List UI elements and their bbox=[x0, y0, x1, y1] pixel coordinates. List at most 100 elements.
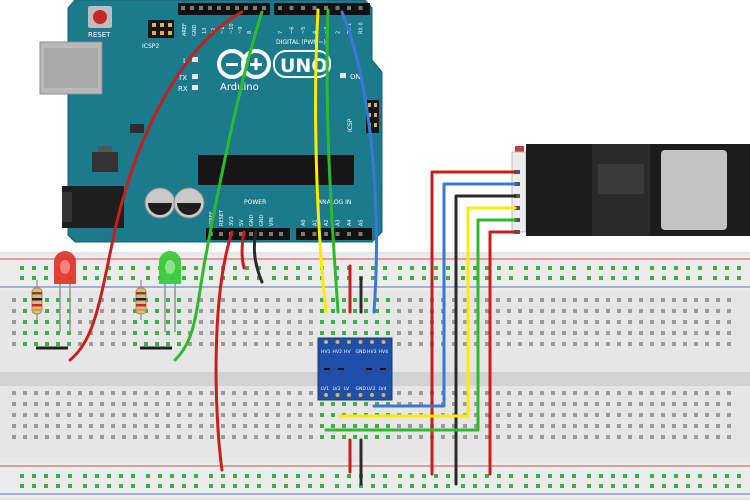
breadboard-hole bbox=[672, 320, 676, 324]
breadboard-hole bbox=[45, 309, 49, 313]
rail-hole bbox=[572, 474, 576, 478]
breadboard-hole bbox=[342, 298, 346, 302]
shifter-pad bbox=[324, 340, 328, 344]
rail-hole bbox=[434, 266, 438, 270]
breadboard-hole bbox=[210, 424, 214, 428]
breadboard-hole bbox=[89, 413, 93, 417]
breadboard-hole bbox=[100, 320, 104, 324]
breadboard-hole bbox=[529, 391, 533, 395]
breadboard-hole bbox=[661, 309, 665, 313]
rail-hole bbox=[725, 266, 729, 270]
rail-hole bbox=[158, 474, 162, 478]
rail-hole bbox=[497, 474, 501, 478]
rail-hole bbox=[308, 266, 312, 270]
breadboard-hole bbox=[199, 413, 203, 417]
breadboard-hole bbox=[177, 402, 181, 406]
breadboard-hole bbox=[34, 391, 38, 395]
digital-pin-label: TX 1 bbox=[347, 23, 353, 35]
breadboard-hole bbox=[639, 342, 643, 346]
breadboard-hole bbox=[67, 413, 71, 417]
rail-hole bbox=[446, 484, 450, 488]
resistor-red-led bbox=[31, 280, 43, 320]
shifter-pad bbox=[358, 340, 363, 344]
breadboard-hole bbox=[122, 331, 126, 335]
breadboard-hole bbox=[595, 309, 599, 313]
breadboard-hole bbox=[133, 309, 137, 313]
breadboard-hole bbox=[111, 424, 115, 428]
breadboard-hole bbox=[78, 298, 82, 302]
power-pin-label: GND bbox=[259, 214, 265, 226]
breadboard-hole bbox=[551, 435, 555, 439]
breadboard-hole bbox=[331, 309, 335, 313]
rail-hole bbox=[623, 276, 627, 280]
breadboard-hole bbox=[628, 435, 632, 439]
breadboard-hole bbox=[232, 435, 236, 439]
rail-hole bbox=[119, 474, 123, 478]
breadboard-hole bbox=[89, 342, 93, 346]
breadboard-hole bbox=[320, 298, 324, 302]
breadboard-hole bbox=[155, 413, 159, 417]
breadboard-hole bbox=[595, 424, 599, 428]
breadboard-hole bbox=[452, 320, 456, 324]
breadboard-hole bbox=[584, 402, 588, 406]
breadboard-hole bbox=[595, 402, 599, 406]
breadboard-hole bbox=[474, 342, 478, 346]
breadboard-hole bbox=[254, 435, 258, 439]
breadboard-hole bbox=[309, 331, 313, 335]
dc-power-jack bbox=[62, 186, 124, 228]
rail-hole bbox=[560, 474, 564, 478]
rail-hole bbox=[461, 474, 465, 478]
sensor-pin bbox=[514, 170, 520, 174]
breadboard-hole bbox=[683, 342, 687, 346]
breadboard-hole bbox=[23, 402, 27, 406]
breadboard-hole bbox=[716, 298, 720, 302]
breadboard-hole bbox=[309, 320, 313, 324]
breadboard-hole bbox=[331, 424, 335, 428]
breadboard-hole bbox=[452, 309, 456, 313]
rail-hole bbox=[623, 266, 627, 270]
breadboard-hole bbox=[518, 298, 522, 302]
breadboard-hole bbox=[12, 424, 16, 428]
breadboard-hole bbox=[606, 331, 610, 335]
reset-button[interactable] bbox=[93, 10, 107, 24]
breadboard-hole bbox=[287, 424, 291, 428]
breadboard-hole bbox=[606, 342, 610, 346]
breadboard-hole bbox=[650, 320, 654, 324]
breadboard-hole bbox=[144, 424, 148, 428]
breadboard-hole bbox=[188, 298, 192, 302]
breadboard-hole bbox=[188, 435, 192, 439]
breadboard-hole bbox=[573, 342, 577, 346]
breadboard-hole bbox=[375, 309, 379, 313]
breadboard-hole bbox=[89, 320, 93, 324]
icsp-label: ICSP bbox=[347, 118, 354, 132]
rail-hole bbox=[485, 276, 489, 280]
breadboard-hole bbox=[353, 320, 357, 324]
rail-hole bbox=[635, 266, 639, 270]
analog-pin-label: A5 bbox=[359, 219, 365, 226]
breadboard-hole bbox=[265, 424, 269, 428]
breadboard-hole bbox=[672, 331, 676, 335]
sensor-pin bbox=[514, 230, 520, 234]
breadboard-hole bbox=[496, 298, 500, 302]
rail-hole bbox=[371, 484, 375, 488]
rail-hole bbox=[308, 484, 312, 488]
breadboard-hole bbox=[716, 342, 720, 346]
power-label: POWER bbox=[244, 199, 266, 206]
sensor-pin bbox=[514, 206, 520, 210]
breadboard-hole bbox=[562, 435, 566, 439]
breadboard-hole bbox=[111, 298, 115, 302]
rail-hole bbox=[83, 276, 87, 280]
breadboard-hole bbox=[683, 309, 687, 313]
rail-hole bbox=[245, 266, 249, 270]
rail-hole bbox=[284, 474, 288, 478]
breadboard-hole bbox=[540, 391, 544, 395]
breadboard-hole bbox=[287, 402, 291, 406]
breadboard-hole bbox=[705, 342, 709, 346]
breadboard-hole bbox=[111, 435, 115, 439]
rail-hole bbox=[662, 266, 666, 270]
breadboard-hole bbox=[364, 298, 368, 302]
shifter-pad bbox=[324, 393, 328, 397]
breadboard-hole bbox=[221, 342, 225, 346]
rail-hole bbox=[371, 474, 375, 478]
